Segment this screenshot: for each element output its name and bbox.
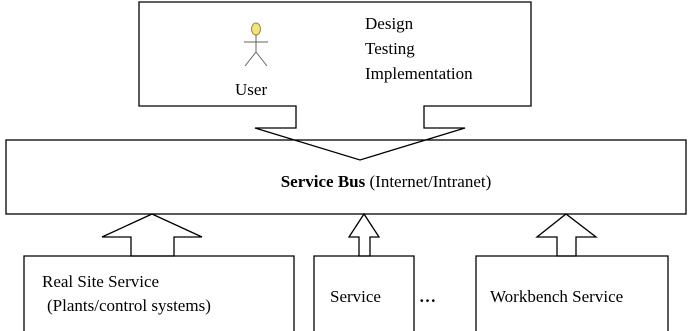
generic-service-box <box>313 255 415 331</box>
activity-design: Design <box>365 14 414 33</box>
service-bus-subtitle: (Internet/Intranet) <box>365 172 491 191</box>
user-actor-icon <box>244 22 268 67</box>
activity-testing: Testing <box>365 39 415 58</box>
real-site-service-label: Real Site Service <box>42 272 159 291</box>
service-bus-title: Service Bus <box>281 172 366 191</box>
activity-implementation: Implementation <box>365 64 473 83</box>
arrow-real-site-to-bus <box>101 213 203 257</box>
actor-head <box>251 22 261 36</box>
user-label: User <box>235 80 267 99</box>
real-site-service-box <box>23 255 295 331</box>
real-site-service-sublabel: (Plants/control systems) <box>47 296 211 315</box>
arrow-workbench-to-bus <box>535 213 598 257</box>
generic-service-label: Service <box>330 287 381 306</box>
user-box <box>138 1 532 161</box>
service-bus-box <box>5 139 687 215</box>
workbench-service-label: Workbench Service <box>490 287 623 306</box>
workbench-service-box <box>475 255 669 331</box>
service-bus-label: Service Bus (Internet/Intranet) <box>281 172 492 191</box>
arrow-service-to-bus <box>347 212 381 257</box>
ellipsis-more-services: … <box>419 287 436 306</box>
